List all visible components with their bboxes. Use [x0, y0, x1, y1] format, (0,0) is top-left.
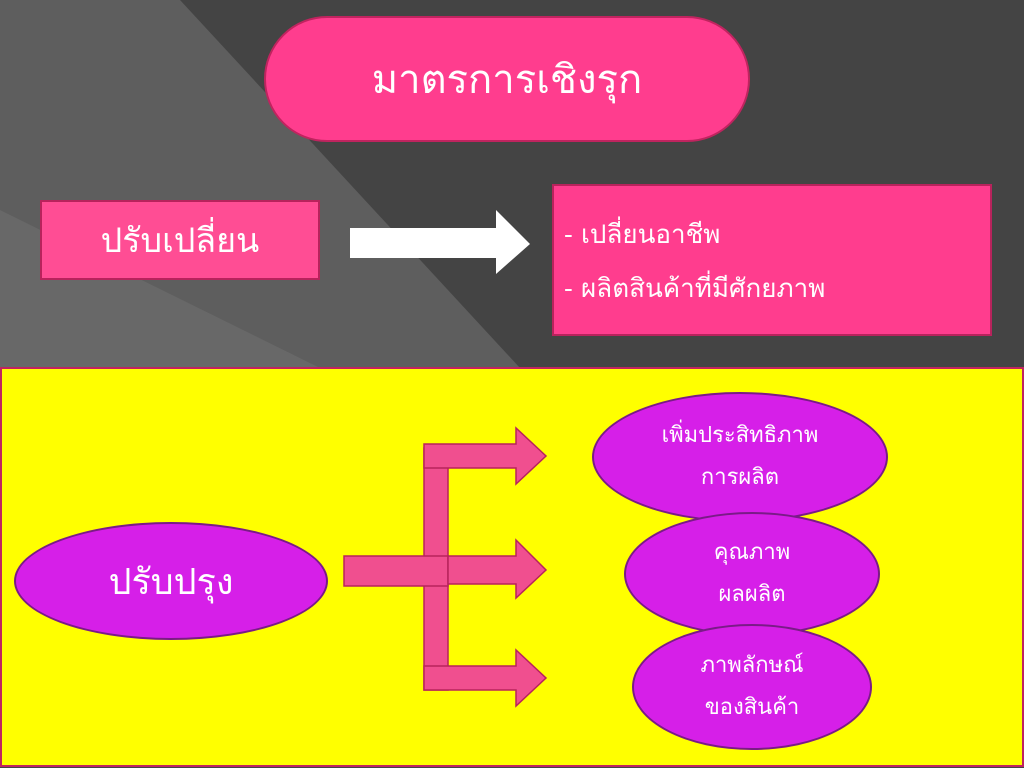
outcome-line: คุณภาพ [713, 540, 791, 565]
outcome-line: เพิ่มประสิทธิภาพ [661, 423, 819, 448]
change-box: ปรับเปลี่ยน [40, 200, 320, 280]
title-text: มาตรการเชิงรุก [371, 57, 643, 103]
branch-arrows [343, 426, 548, 708]
outcome-quality-oval: คุณภาพ ผลผลิต [624, 512, 880, 636]
outcome-line: ของสินค้า [704, 695, 800, 720]
change-details-box: - เปลี่ยนอาชีพ - ผลิตสินค้าที่มีศักยภาพ [552, 184, 992, 336]
outcome-line: ภาพลักษณ์ [700, 653, 804, 678]
title-pill: มาตรการเชิงรุก [264, 16, 750, 142]
right-arrow-white [350, 210, 530, 274]
improve-label: ปรับปรุง [108, 561, 234, 603]
outcome-line: ผลผลิต [718, 582, 786, 607]
outcome-line: การผลิต [700, 465, 780, 490]
improve-ellipse: ปรับปรุง [14, 522, 328, 640]
arrow-to-quality [447, 538, 548, 600]
branch-connector [343, 555, 449, 587]
outcome-image-oval: ภาพลักษณ์ ของสินค้า [632, 624, 872, 750]
detail-item: - เปลี่ยนอาชีพ [564, 220, 721, 250]
arrow-to-efficiency [423, 426, 548, 486]
outcome-efficiency-oval: เพิ่มประสิทธิภาพ การผลิต [592, 392, 888, 522]
change-label: ปรับเปลี่ยน [100, 221, 260, 261]
detail-item: - ผลิตสินค้าที่มีศักยภาพ [564, 274, 826, 304]
arrow-to-image [423, 648, 548, 708]
